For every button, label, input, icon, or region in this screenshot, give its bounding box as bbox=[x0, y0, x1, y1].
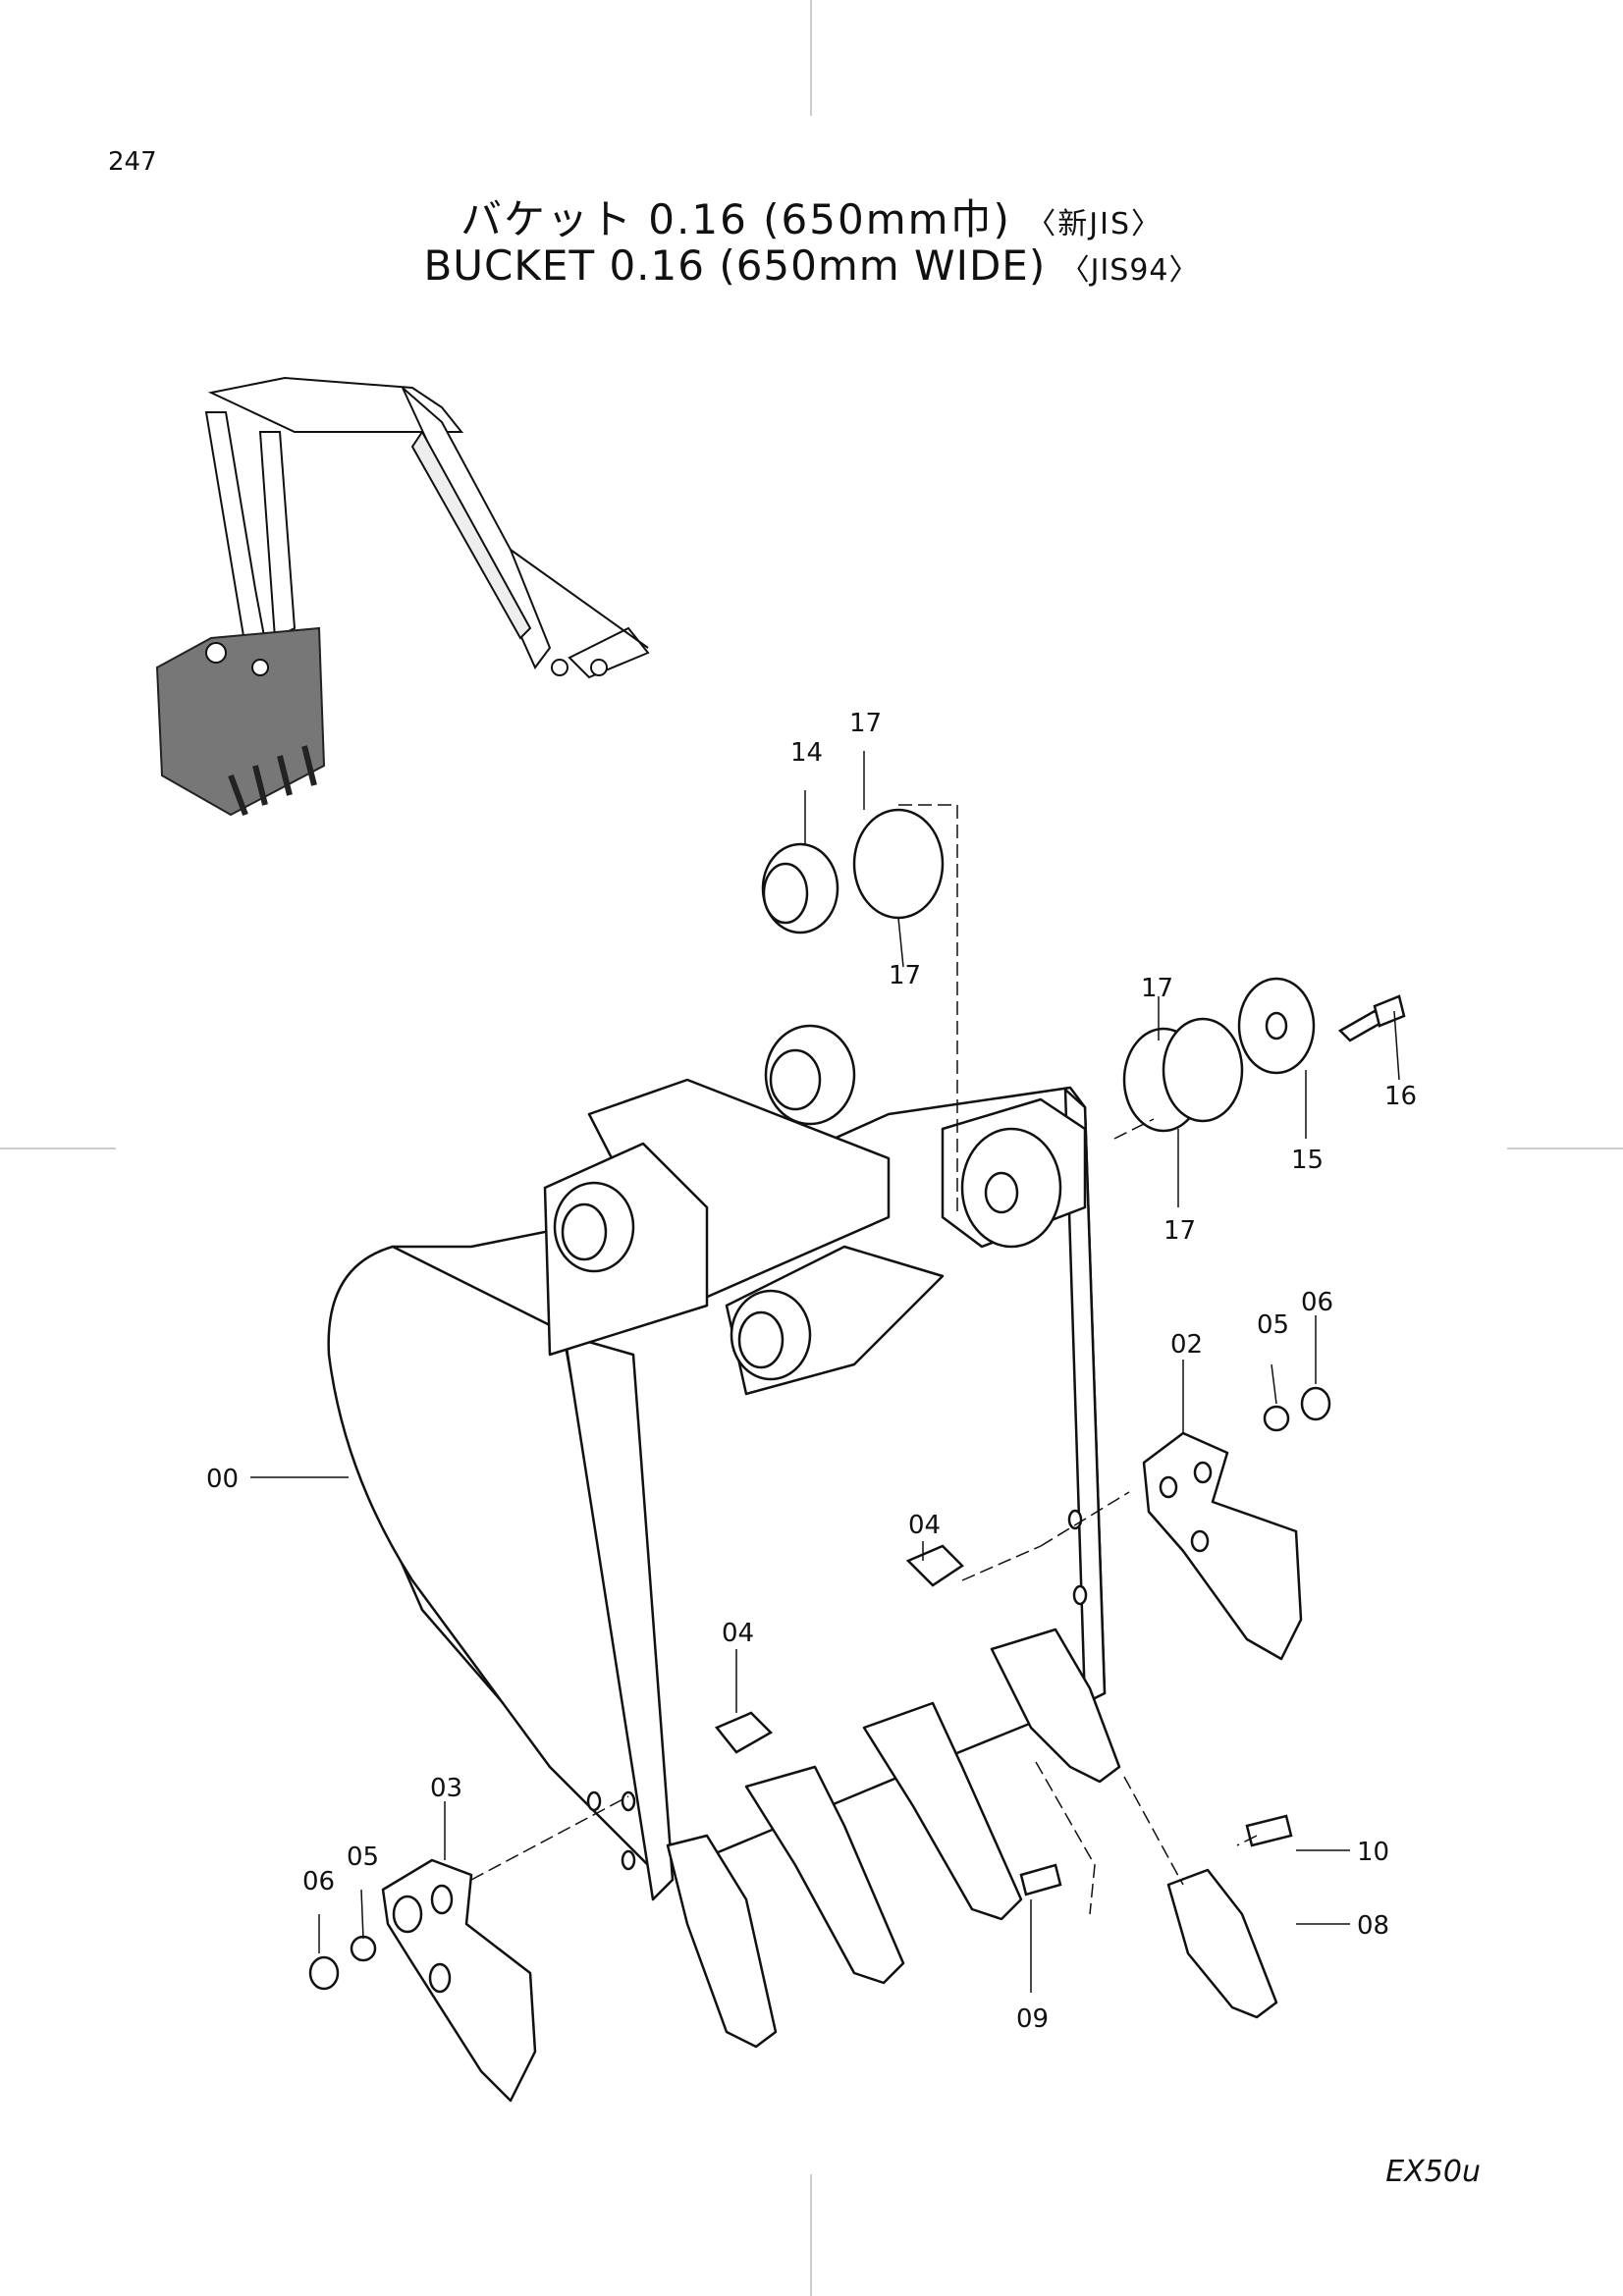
title-english: BUCKET 0.16 (650mm WIDE) 〈JIS94〉 bbox=[0, 241, 1623, 290]
model-code: EX50u bbox=[1385, 2155, 1481, 2189]
callout-04-lower: 04 bbox=[722, 1619, 754, 1648]
callout-05-left: 05 bbox=[347, 1842, 379, 1872]
title-english-main: BUCKET 0.16 (650mm WIDE) bbox=[423, 241, 1047, 290]
callout-05-right: 05 bbox=[1257, 1310, 1289, 1340]
callout-06-left: 06 bbox=[302, 1867, 335, 1896]
bucket-teeth bbox=[666, 1628, 1278, 2049]
callout-02: 02 bbox=[1170, 1330, 1203, 1360]
title-japanese-main: バケット 0.16 (650mm巾) bbox=[460, 195, 1011, 243]
leader-lines bbox=[250, 751, 1400, 1993]
callout-15: 15 bbox=[1291, 1146, 1324, 1175]
callout-17-right-bottom: 17 bbox=[1163, 1216, 1196, 1246]
callout-09: 09 bbox=[1016, 2004, 1049, 2034]
callout-10: 10 bbox=[1357, 1838, 1389, 1867]
side-cutters bbox=[381, 1431, 1303, 2103]
callout-16: 16 bbox=[1384, 1082, 1417, 1111]
page-number: 247 bbox=[108, 147, 157, 177]
bucket-body bbox=[327, 1024, 1107, 1901]
title-japanese-standard: 〈新JIS〉 bbox=[1026, 207, 1163, 241]
callout-17-below-shim: 17 bbox=[889, 961, 921, 990]
callout-04-upper: 04 bbox=[908, 1511, 941, 1540]
callout-17-top: 17 bbox=[849, 709, 882, 738]
pin-and-shims bbox=[308, 808, 1406, 1991]
callout-03: 03 bbox=[430, 1774, 462, 1803]
assembly-lines bbox=[470, 804, 1258, 1915]
callout-labels: 00 02 03 04 04 05 05 06 06 08 09 10 14 1… bbox=[206, 709, 1417, 2034]
callout-00: 00 bbox=[206, 1465, 239, 1494]
title-english-standard: 〈JIS94〉 bbox=[1059, 253, 1200, 288]
callout-08: 08 bbox=[1357, 1911, 1389, 1941]
callout-06-right: 06 bbox=[1301, 1288, 1333, 1317]
callout-14: 14 bbox=[790, 738, 823, 768]
excavator-overview-illustration bbox=[155, 376, 650, 817]
title-japanese: バケット 0.16 (650mm巾) 〈新JIS〉 bbox=[0, 187, 1623, 246]
callout-17-right-top: 17 bbox=[1141, 974, 1173, 1003]
